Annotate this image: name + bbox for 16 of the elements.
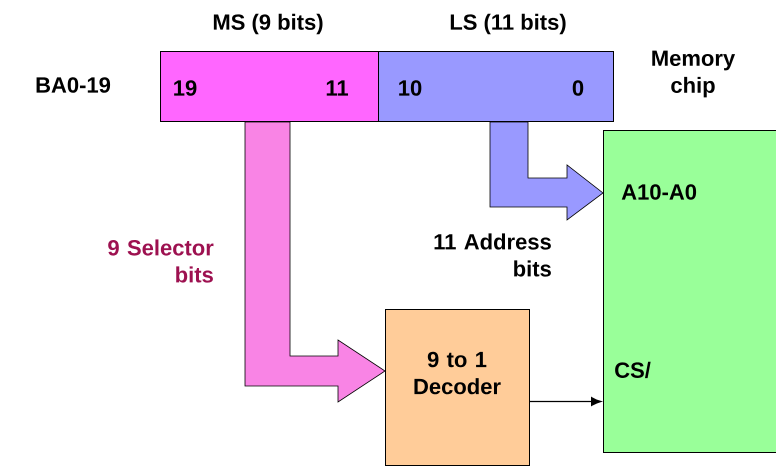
bit-number: 0 bbox=[572, 80, 584, 96]
bit-number: 10 bbox=[399, 80, 422, 96]
pin-label: A10-A0 bbox=[622, 184, 696, 200]
field-heading: MS (9 bits) bbox=[214, 14, 322, 34]
bus-label: BA0-19 bbox=[36, 77, 110, 93]
arrow bbox=[530, 397, 602, 406]
edge-label: 9 Selector bits bbox=[108, 239, 214, 283]
decoder-label: 9 to 1 Decoder bbox=[414, 352, 501, 394]
bit-number: 19 bbox=[174, 80, 196, 96]
bit-number: 11 bbox=[326, 80, 348, 96]
chip-heading: Memory chip bbox=[652, 50, 736, 98]
block-arrow bbox=[490, 122, 604, 221]
block-arrow bbox=[244, 122, 386, 403]
edge-label: 11 Address bits bbox=[434, 233, 551, 277]
pin-label: CS/ bbox=[615, 362, 651, 378]
field-heading: LS (11 bits) bbox=[450, 14, 566, 34]
